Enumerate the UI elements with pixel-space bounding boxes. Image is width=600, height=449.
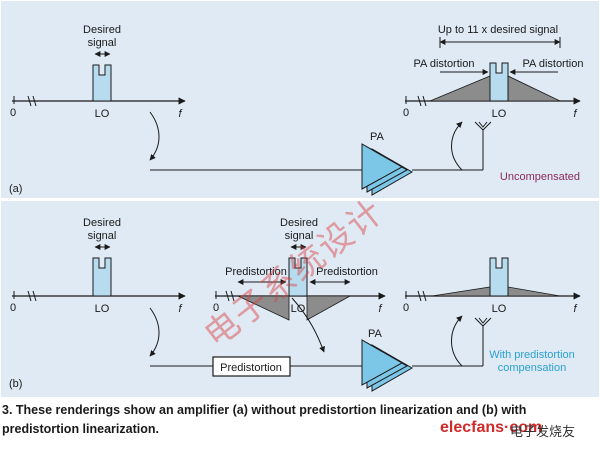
pa-b-amplifier <box>361 339 414 392</box>
desired-signal-label-1: Desired <box>83 217 121 229</box>
output-signal-mark <box>489 257 509 297</box>
predistortion-flow-arrow <box>291 297 325 353</box>
lo-label: LO <box>95 303 110 315</box>
panel-b-input-spectrum: Desired signal 0 LO f <box>10 217 186 315</box>
brand-cn: 电子发烧友 <box>510 425 576 440</box>
lo-label: LO <box>95 108 110 120</box>
f-label: f <box>573 108 577 120</box>
antenna-icon <box>474 121 492 131</box>
desired-signal-label-1: Desired <box>280 217 318 229</box>
output-signal-mark <box>489 62 509 102</box>
axis-break-icon <box>225 290 235 302</box>
compensated-label-2: compensation <box>498 362 567 374</box>
desired-signal-label-2: signal <box>88 37 117 49</box>
desired-signal-label-2: signal <box>285 230 314 242</box>
spread-label: Up to 11 x desired signal <box>438 24 558 36</box>
desired-signal-label-2: signal <box>88 230 117 242</box>
pa-a-amplifier <box>361 143 414 196</box>
uncompensated-label: Uncompensated <box>500 171 580 183</box>
predistortion-mark <box>237 295 352 321</box>
output-flow-arrow <box>451 121 463 171</box>
axis-break-icon <box>27 290 37 302</box>
brand-logo: elecfans·com <box>440 419 543 436</box>
panel-a-label: (a) <box>9 183 22 195</box>
predistortion-label-right: Predistortion <box>316 266 378 278</box>
input-flow-arrow <box>149 307 160 357</box>
f-label: f <box>178 108 182 120</box>
pa-label: PA <box>368 328 383 340</box>
lo-label: LO <box>492 303 507 315</box>
predistortion-label-left: Predistortion <box>225 266 287 278</box>
origin-label: 0 <box>403 302 409 314</box>
input-flow-arrow <box>149 111 160 161</box>
desired-signal-mark <box>92 64 112 102</box>
panel-b-background <box>1 201 599 397</box>
figure-caption: 3. These renderings show an amplifier (a… <box>2 403 527 436</box>
panel-b-predistorted-spectrum: Desired signal Predistortion Predistorti… <box>213 217 386 321</box>
panel-b-output-spectrum: 0 LO f <box>403 257 581 315</box>
f-label: f <box>378 303 382 315</box>
desired-signal-mark <box>92 257 112 297</box>
axis-break-icon <box>417 95 427 107</box>
lo-label: LO <box>492 108 507 120</box>
f-label: f <box>573 303 577 315</box>
origin-label: 0 <box>403 107 409 119</box>
panel-b-label: (b) <box>9 378 22 390</box>
origin-label: 0 <box>10 107 16 119</box>
pa-label: PA <box>370 131 385 143</box>
origin-label: 0 <box>10 302 16 314</box>
lo-label: LO <box>291 303 306 315</box>
axis-break-icon <box>417 290 427 302</box>
pa-distortion-label-left: PA distortion <box>414 58 475 70</box>
panel-a-output-spectrum: Up to 11 x desired signal PA distortion … <box>403 24 584 120</box>
pa-distortion-label-right: PA distortion <box>523 58 584 70</box>
predistorted-signal-mark <box>288 257 308 297</box>
axis-break-icon <box>27 95 37 107</box>
compensated-label-1: With predistortion <box>489 349 575 361</box>
predistortion-block-label: Predistortion <box>220 362 282 374</box>
output-flow-arrow <box>451 315 463 367</box>
origin-label: 0 <box>213 302 219 314</box>
f-label: f <box>178 303 182 315</box>
desired-signal-label-1: Desired <box>83 24 121 36</box>
antenna-icon <box>474 317 492 327</box>
panel-a-input-spectrum: Desired signal 0 LO f <box>10 24 186 120</box>
